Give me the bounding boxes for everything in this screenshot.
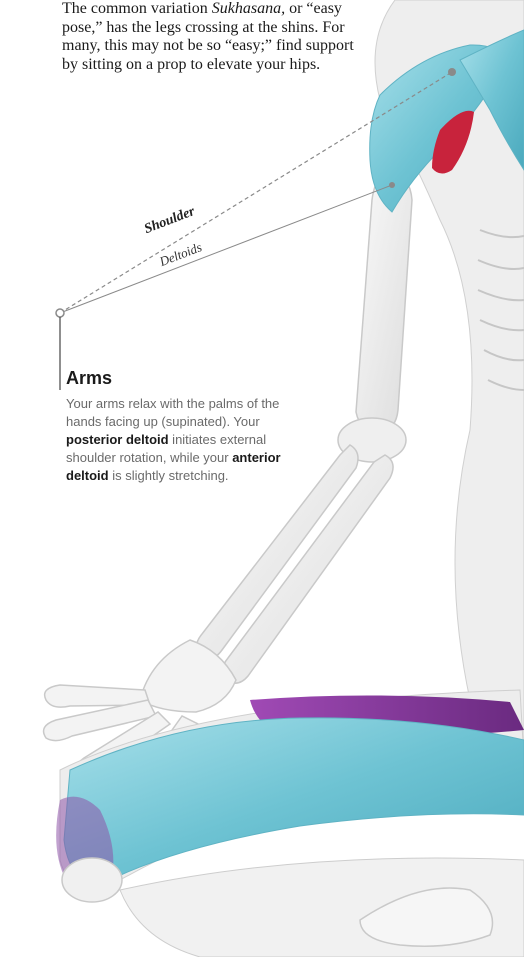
arms-text-1: Your arms relax with the palms of the ha… — [66, 396, 279, 429]
arms-title: Arms — [66, 368, 286, 389]
intro-text-start: The common variation — [62, 0, 212, 17]
callout-origin-dot — [56, 309, 64, 317]
intro-italic-term: Sukhasana, — [212, 0, 285, 17]
deltoid-leader-line — [60, 185, 392, 313]
arms-callout: Arms Your arms relax with the palms of t… — [66, 368, 286, 485]
ulna-bone — [222, 455, 393, 683]
humerus-bone — [356, 170, 412, 432]
arms-text-3: is slightly stretching. — [109, 468, 229, 483]
shoulder-marker — [448, 68, 456, 76]
arms-bold-posterior: posterior deltoid — [66, 432, 169, 447]
knee-joint — [62, 858, 122, 902]
arms-description: Your arms relax with the palms of the ha… — [66, 395, 286, 485]
deltoid-marker — [389, 182, 395, 188]
intro-paragraph: The common variation Sukhasana, or “easy… — [62, 0, 362, 74]
